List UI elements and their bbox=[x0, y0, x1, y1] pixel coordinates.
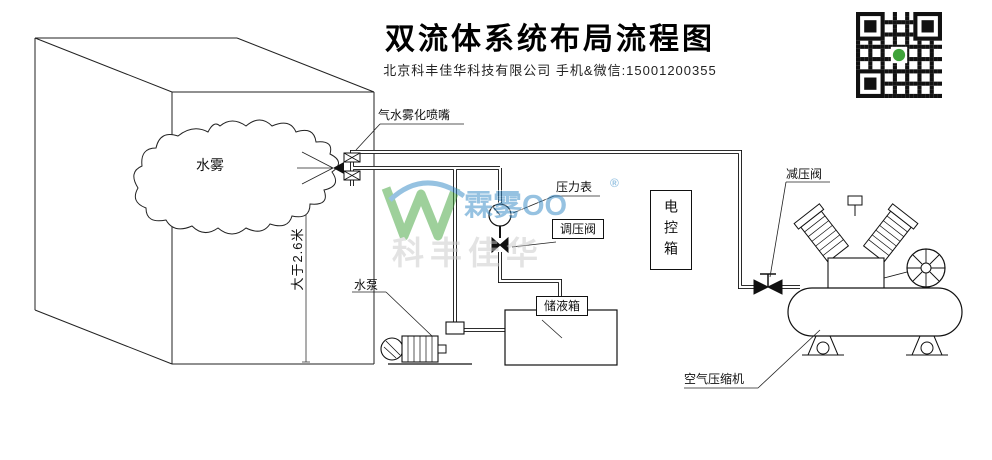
regulator-valve-label: 调压阀 bbox=[552, 219, 605, 239]
air-compressor-label: 空气压缩机 bbox=[684, 372, 745, 386]
pressure-gauge-label: 压力表 bbox=[556, 180, 593, 194]
mist-label: 水雾 bbox=[196, 157, 224, 173]
storage-tank-label: 储液箱 bbox=[536, 296, 589, 316]
qr-code bbox=[856, 12, 942, 98]
nozzle-label: 气水雾化喷嘴 bbox=[378, 108, 451, 122]
room-box bbox=[34, 37, 375, 365]
pipes bbox=[350, 150, 800, 332]
reducing-valve bbox=[753, 273, 783, 295]
air-compressor bbox=[787, 195, 963, 356]
page-subtitle: 北京科丰佳华科技有限公司 手机&微信:15001200355 bbox=[383, 63, 717, 78]
water-pump-label: 水泵 bbox=[354, 278, 379, 292]
water-pump bbox=[380, 321, 472, 365]
mist-cloud bbox=[133, 119, 339, 235]
control-box-label: 电控箱 bbox=[650, 190, 692, 270]
reducing-valve-label: 减压阀 bbox=[786, 167, 823, 181]
leader-lines bbox=[352, 123, 830, 389]
pressure-gauge bbox=[488, 203, 512, 227]
regulator-valve bbox=[491, 236, 509, 254]
spray-nozzle bbox=[297, 151, 361, 185]
height-label: 大于2.6米 bbox=[290, 227, 305, 291]
page-title: 双流体系统布局流程图 bbox=[385, 23, 715, 56]
